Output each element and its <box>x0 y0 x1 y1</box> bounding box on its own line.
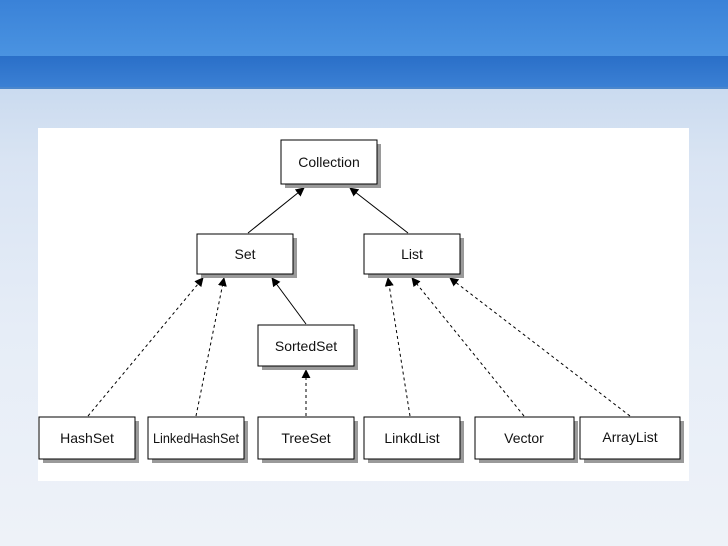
node-linkedhashset: LinkedHashSet <box>147 416 245 460</box>
edge-set-to-collection <box>247 187 305 234</box>
edge-linkedhashset-to-set <box>195 277 227 417</box>
node-vector: Vector <box>474 416 575 460</box>
node-label: Set <box>234 246 255 262</box>
edge-linkdlist-to-list <box>384 277 411 417</box>
edge-arraylist-to-list <box>449 277 631 417</box>
node-linkdlist: LinkdList <box>363 416 461 460</box>
node-collection: Collection <box>280 139 378 185</box>
node-label: Collection <box>298 154 359 170</box>
banner-divider <box>0 87 728 89</box>
node-label: ArrayList <box>602 429 657 445</box>
edge-vector-to-list <box>411 277 525 417</box>
node-list: List <box>363 233 461 275</box>
node-label: List <box>401 246 423 262</box>
edge-sortedset-to-set <box>271 277 307 325</box>
edges <box>87 187 631 417</box>
node-arraylist: ArrayList <box>579 416 681 460</box>
node-label: LinkedHashSet <box>153 430 239 446</box>
edge-list-to-collection <box>349 187 409 234</box>
title-banner <box>0 0 728 56</box>
node-label: SortedSet <box>275 338 337 354</box>
edge-hashset-to-set <box>87 277 204 417</box>
node-label: HashSet <box>60 430 114 446</box>
node-label: Vector <box>504 430 544 446</box>
node-hashset: HashSet <box>38 416 136 460</box>
node-sortedset: SortedSet <box>257 324 355 367</box>
node-treeset: TreeSet <box>257 416 355 460</box>
title-banner-stripe <box>0 56 728 87</box>
node-set: Set <box>196 233 294 275</box>
node-label: LinkdList <box>384 430 439 446</box>
node-label: TreeSet <box>281 430 330 446</box>
node-shadows <box>43 144 684 463</box>
